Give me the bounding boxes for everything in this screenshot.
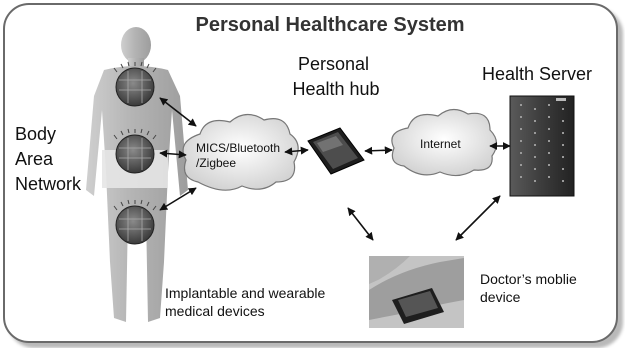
sensor-chip-abdomen-icon	[113, 128, 157, 174]
internet-cloud-icon	[391, 108, 498, 177]
arrow-hub-to-internet	[364, 146, 393, 155]
sensor-chip-chest-icon	[113, 61, 157, 107]
arrow-cloud-to-hub	[284, 146, 309, 156]
arrow-chest-to-cloud	[159, 97, 197, 127]
body-area-network-label: Body Area Network	[15, 124, 82, 194]
arrow-hub-to-doctor	[347, 207, 374, 241]
smartphone-hub-icon	[307, 127, 365, 175]
health-server-label: Health Server	[482, 64, 592, 84]
health-server-icon	[509, 95, 575, 197]
arrow-server-to-doctor	[455, 195, 501, 241]
personal-hub-label: Personal Health hub	[292, 54, 379, 99]
wireless-cloud-icon	[182, 113, 299, 191]
wireless-cloud-label: MICS/Bluetooth /Zigbee	[196, 141, 283, 170]
arrow-leg-to-cloud	[159, 187, 197, 211]
human-body-icon	[86, 27, 188, 322]
diagram-title: Personal Healthcare System	[195, 14, 464, 36]
internet-cloud-label: Internet	[420, 137, 461, 151]
doctor-device-photo	[369, 256, 464, 328]
arrow-abdomen-to-cloud	[159, 149, 187, 159]
doctor-caption: Doctor’s moblie device	[480, 271, 581, 305]
sensor-chip-leg-icon	[113, 199, 157, 245]
devices-caption: Implantable and wearable medical devices	[165, 285, 329, 319]
